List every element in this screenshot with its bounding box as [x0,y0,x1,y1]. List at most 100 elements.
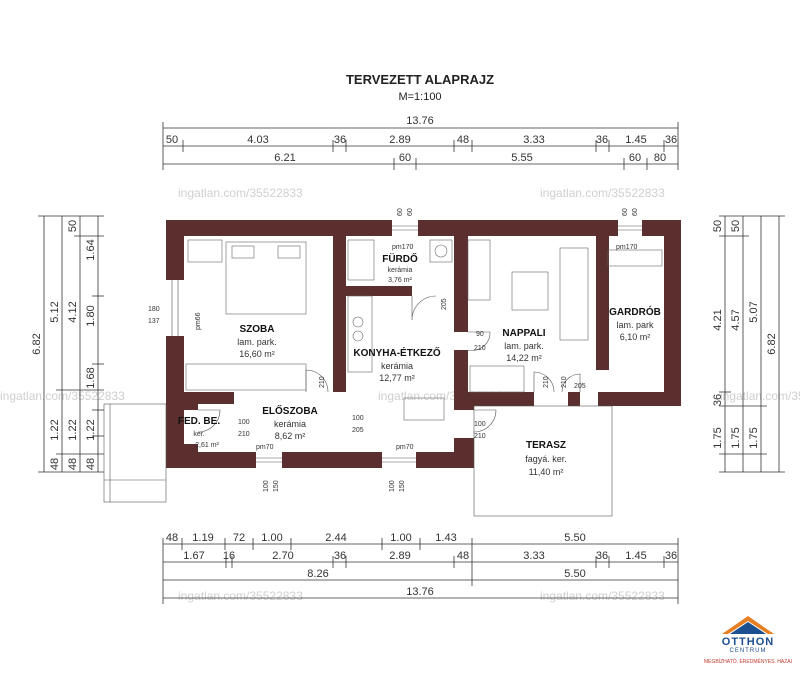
dim-label: 48 [49,458,61,470]
room-nappali: NAPPALI lam. park. 14,22 m² [502,328,545,363]
dim-label: 2.70 [272,550,293,562]
room-name: KONYHA-ÉTKEZŐ [353,346,440,359]
dim-label: 1.68 [85,367,97,388]
room-floor: lam. park [616,320,654,330]
windows [171,225,642,463]
opening-label: 205 [574,383,586,390]
logo: OTTHON CENTRUM MEGBÍZHATÓ. EREDMÉNYES. H… [696,612,800,672]
top-dimensions: 13.76 50 4.03 36 2.89 48 3.33 36 1.45 36… [162,115,679,170]
dim-label: 4.03 [247,134,268,146]
room-floor: fagyá. ker. [525,454,567,464]
room-floor: kerámia [381,361,413,371]
dim-label: 80 [654,152,666,164]
dim-label: 5.12 [49,301,61,322]
dim-label: 8.26 [307,568,328,580]
room-area: 6,10 m² [620,332,651,342]
dim-label: 1.22 [49,419,61,440]
dim-label: 2.44 [325,532,346,544]
dim-label: 1.43 [435,532,456,544]
room-szoba: SZOBA lam. park. 16,60 m² [237,324,277,359]
dim-label: 2.89 [389,134,410,146]
dim-label: 4.57 [730,309,742,330]
room-furdo: FÜRDŐ kerámia 3,76 m² [382,252,418,284]
room-eloszoba: ELŐSZOBA kerámia 8,62 m² [262,404,318,441]
dim-label: 16 [223,550,235,562]
watermark: ingatlan.com/35522833 [540,589,665,603]
opening-label: pm170 [616,244,638,251]
opening-label: 100 [474,421,486,428]
dim-label: 48 [166,532,178,544]
dim-label: 48 [67,458,79,470]
right-dimensions: 6.82 5.07 4.57 4.21 50 50 36 1.75 1.75 1… [712,215,785,473]
left-dimensions: 6.82 5.12 4.12 50 1.64 1.80 1.68 1.22 1.… [31,215,104,473]
opening-label: pm170 [392,244,414,251]
room-gardrob: GARDRÓB lam. park 6,10 m² [609,305,661,342]
room-name: SZOBA [240,324,275,335]
logo-slogan: MEGBÍZHATÓ. EREDMÉNYES. HAZAI [704,659,792,665]
dim-label: 36 [334,134,346,146]
dim-label: 36 [596,134,608,146]
dim-label: 1.75 [730,427,742,448]
dim-label: 1.64 [85,239,97,260]
opening-label: 180 [148,306,160,313]
room-floor: ker. [193,431,204,438]
dim-label: 60 [399,152,411,164]
dim-label: 50 [67,220,79,232]
dim-label: 1.19 [192,532,213,544]
dim-label: 48 [457,550,469,562]
dim-overall-right: 6.82 [766,333,778,354]
room-konyha: KONYHA-ÉTKEZŐ kerámia 12,77 m² [353,346,440,383]
opening-label: 210 [561,376,568,388]
dim-label: 1.67 [183,550,204,562]
room-area: 16,60 m² [239,349,275,359]
opening-label: 210 [238,431,250,438]
opening-label: 60 [622,208,629,216]
dim-label: 36 [665,550,677,562]
dim-label: 1.45 [625,134,646,146]
opening-label: 100 [389,480,396,492]
dim-label: 1.00 [390,532,411,544]
dim-label: 4.12 [67,301,79,322]
room-floor: kerámia [274,419,306,429]
terrace-outline [103,403,613,517]
opening-label: 100 [352,415,364,422]
opening-label: 137 [148,318,160,325]
dim-label: 1.45 [625,550,646,562]
room-floor: lam. park. [237,337,277,347]
plan-title: TERVEZETT ALAPRAJZ [346,72,494,87]
dim-overall-top: 13.76 [406,115,434,127]
watermark: ingatlan.com/35522833 [540,186,665,200]
opening-label: 150 [399,480,406,492]
room-name: TERASZ [526,440,566,451]
dim-label: 36 [334,550,346,562]
opening-label: 60 [397,208,404,216]
opening-label: 100 [238,419,250,426]
dim-label: 36 [596,550,608,562]
opening-label: 210 [543,376,550,388]
dim-label: 1.80 [85,305,97,326]
dim-label: 4.21 [712,309,724,330]
room-area: 2,61 m² [195,442,219,449]
room-name: GARDRÓB [609,305,661,318]
dim-label: 48 [457,134,469,146]
dim-label: 48 [85,458,97,470]
room-area: 12,77 m² [379,373,415,383]
dim-overall-left: 6.82 [31,333,43,354]
logo-brand: OTTHON [721,636,775,648]
watermark: ingatlan.com/35522833 [0,389,125,403]
opening-label: pm70 [256,444,274,451]
watermark: ingatlan.com/35522833 [178,589,303,603]
opening-label: 100 [263,480,270,492]
room-name: NAPPALI [502,328,545,339]
room-name: FED. BE. [178,416,220,427]
bottom-dimensions: 48 1.19 72 1.00 2.44 1.00 1.43 5.50 1.67… [162,532,679,604]
dim-label: 50 [712,220,724,232]
dim-label: 60 [629,152,641,164]
dim-label: 50 [730,220,742,232]
room-terasz: TERASZ fagyá. ker. 11,40 m² [525,440,567,477]
room-fedbe: FED. BE. ker. 2,61 m² [178,416,220,449]
dim-label: 2.89 [389,550,410,562]
dim-label: 5.50 [564,532,585,544]
opening-label: 150 [273,480,280,492]
